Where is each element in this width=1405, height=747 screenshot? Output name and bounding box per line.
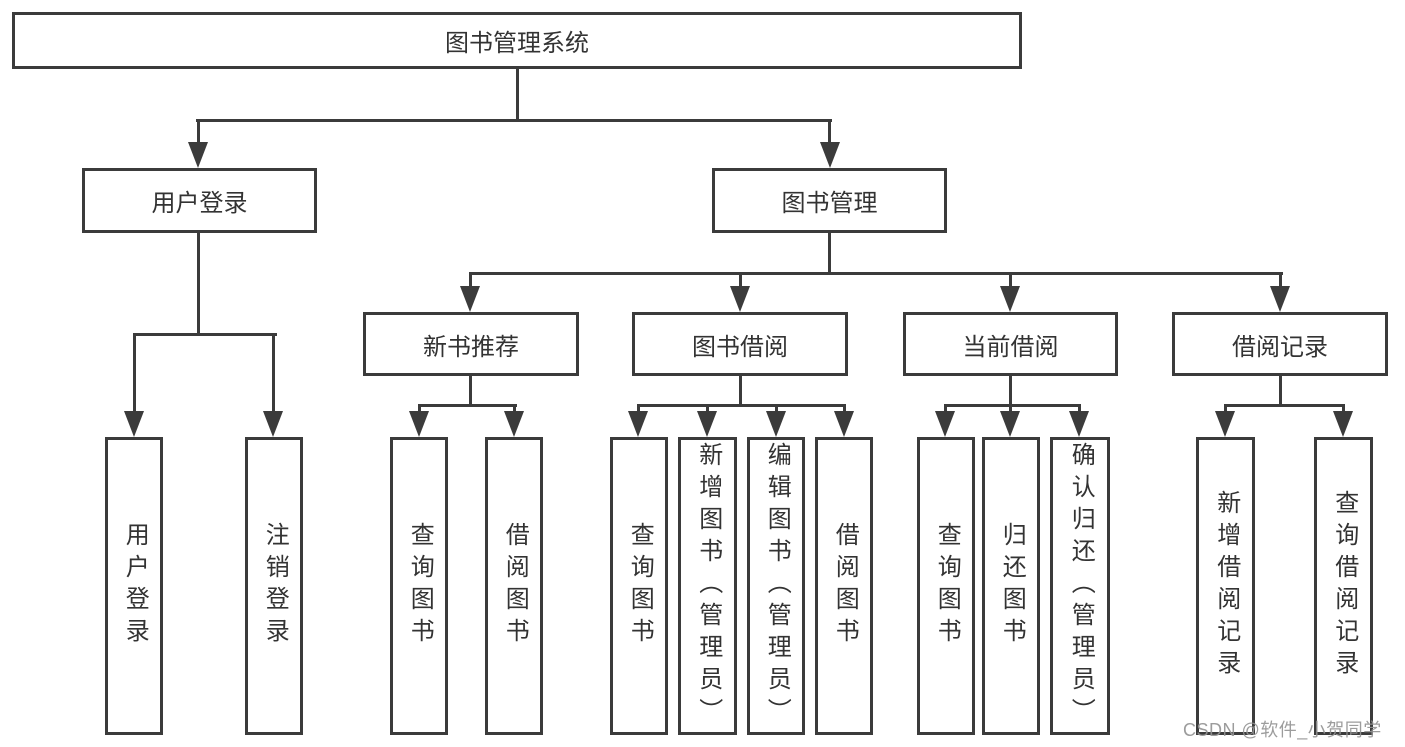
node-label: 新书推荐 — [423, 333, 519, 361]
arrow-down-icon — [504, 411, 524, 437]
node-label: 借阅图书 — [831, 522, 859, 650]
connector-root-stem — [516, 69, 519, 122]
node-query-books-borrowing: 查询图书 — [610, 437, 668, 735]
node-label: 当前借阅 — [962, 333, 1059, 361]
arrow-down-icon — [628, 411, 648, 437]
arrow-down-icon — [834, 411, 854, 437]
node-query-books-current: 查询图书 — [917, 437, 975, 735]
connector-stem-login-leaf — [133, 333, 136, 415]
node-label: 查询借阅记录 — [1330, 490, 1358, 682]
arrow-down-icon — [263, 411, 283, 437]
node-return-books: 归还图书 — [982, 437, 1040, 735]
arrow-down-icon — [124, 411, 144, 437]
arrow-down-icon — [1000, 286, 1020, 312]
node-add-books-admin: 新增图书（管理员） — [678, 437, 737, 735]
node-current-borrowing: 当前借阅 — [903, 312, 1118, 376]
arrow-down-icon — [1333, 411, 1353, 437]
node-label: 查询图书 — [626, 522, 654, 650]
connector-bookmgmt-branch — [469, 272, 1283, 275]
connector-stem-new-books — [469, 272, 472, 288]
connector-bookborrow-branch — [637, 404, 846, 407]
connector-stem — [706, 404, 709, 416]
arrow-down-icon — [188, 142, 208, 168]
node-label: 图书管理 — [781, 190, 878, 217]
arrow-down-icon — [730, 286, 750, 312]
node-borrow-books-recommend: 借阅图书 — [485, 437, 543, 735]
node-borrowing-records: 借阅记录 — [1172, 312, 1388, 376]
connector-stem — [843, 404, 846, 416]
connector-stem — [637, 404, 640, 416]
node-label: 图书管理系统 — [445, 30, 589, 57]
connector-stem — [1342, 404, 1345, 416]
arrow-down-icon — [935, 411, 955, 437]
connector-currentborrow-stem — [1009, 376, 1012, 407]
arrow-down-icon — [820, 142, 840, 168]
connector-newbooks-stem — [469, 376, 472, 407]
node-label: 用户登录 — [121, 522, 149, 650]
connector-records-branch — [1224, 404, 1345, 407]
node-user-login-leaf: 用户登录 — [105, 437, 163, 735]
arrow-down-icon — [1000, 411, 1020, 437]
node-label: 注销登录 — [261, 522, 289, 650]
arrow-down-icon — [1270, 286, 1290, 312]
connector-stem — [944, 404, 947, 416]
csdn-watermark: CSDN @软件_小贺同学 — [1183, 720, 1382, 740]
connector-stem — [1009, 404, 1012, 416]
connector-stem — [775, 404, 778, 416]
connector-userlogin-branch — [133, 333, 277, 336]
node-label: 查询图书 — [406, 522, 434, 650]
arrow-down-icon — [1215, 411, 1235, 437]
connector-newbooks-branch — [418, 404, 517, 407]
node-query-books-recommend: 查询图书 — [390, 437, 448, 735]
node-logout: 注销登录 — [245, 437, 303, 735]
connector-stem-book-management — [828, 119, 831, 149]
connector-currentborrow-branch — [944, 404, 1081, 407]
node-library-system: 图书管理系统 — [12, 12, 1022, 69]
connector-stem-borrowing-records — [1279, 272, 1282, 288]
connector-userlogin-stem — [197, 232, 200, 336]
arrow-down-icon — [460, 286, 480, 312]
node-book-management: 图书管理 — [712, 168, 947, 233]
node-label: 图书借阅 — [692, 333, 788, 361]
arrow-down-icon — [766, 411, 786, 437]
node-label: 用户登录 — [151, 190, 248, 217]
connector-bookborrow-stem — [739, 376, 742, 407]
node-new-book-recommend: 新书推荐 — [363, 312, 579, 376]
node-user-login: 用户登录 — [82, 168, 317, 233]
connector-stem — [1078, 404, 1081, 416]
connector-stem-current-borrowing — [1009, 272, 1012, 288]
connector-bookmgmt-stem — [828, 232, 831, 275]
connector-stem-book-borrowing — [739, 272, 742, 288]
node-label: 新增借阅记录 — [1212, 490, 1240, 682]
node-edit-books-admin: 编辑图书（管理员） — [747, 437, 805, 735]
connector-stem — [418, 404, 421, 416]
connector-stem — [1224, 404, 1227, 416]
node-add-borrow-record: 新增借阅记录 — [1196, 437, 1255, 735]
node-label: 确认归还（管理员） — [1067, 442, 1095, 730]
node-label: 借阅图书 — [501, 522, 529, 650]
connector-stem — [513, 404, 516, 416]
node-query-borrow-record: 查询借阅记录 — [1314, 437, 1373, 735]
connector-stem-user-login — [197, 119, 200, 149]
connector-stem-logout-leaf — [272, 333, 275, 415]
connector-records-stem — [1279, 376, 1282, 407]
node-label: 借阅记录 — [1232, 333, 1328, 361]
node-label: 新增图书（管理员） — [694, 442, 722, 730]
node-book-borrowing: 图书借阅 — [632, 312, 848, 376]
node-confirm-return-admin: 确认归还（管理员） — [1050, 437, 1110, 735]
arrow-down-icon — [409, 411, 429, 437]
node-label: 编辑图书（管理员） — [763, 442, 791, 730]
arrow-down-icon — [1069, 411, 1089, 437]
node-label: 查询图书 — [933, 522, 961, 650]
node-label: 归还图书 — [998, 522, 1026, 650]
connector-root-branch — [196, 119, 832, 122]
arrow-down-icon — [697, 411, 717, 437]
node-borrow-books-borrowing: 借阅图书 — [815, 437, 873, 735]
